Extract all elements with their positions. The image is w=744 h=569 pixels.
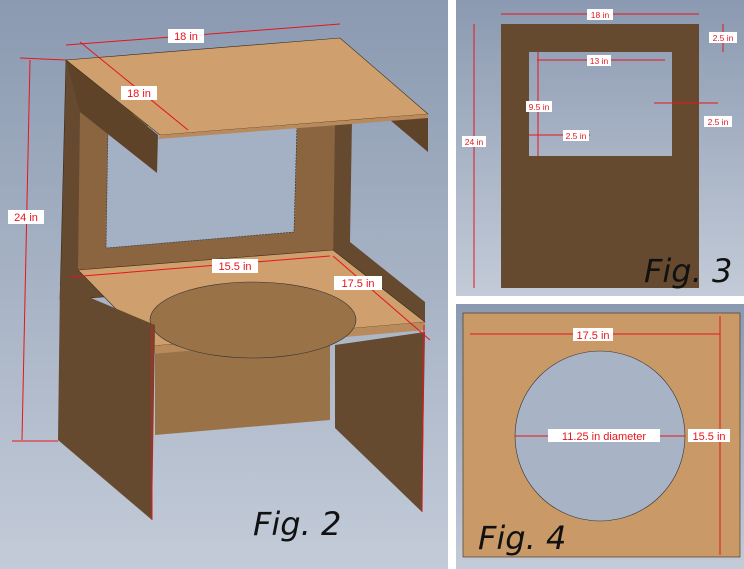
rear-lower-board [155,340,330,435]
dim-seat-depth: 17.5 in [341,278,374,290]
fig2-label: Fig. 2 [253,505,341,543]
dim-line-height [21,59,31,441]
dim-top-margin: 2.5 in [713,33,734,43]
dim-window-width: 13 in [590,56,609,66]
dim-hole-diameter: 11.25 in diameter [562,431,647,443]
front-panel [501,24,699,288]
right-front-panel [335,332,425,512]
seat-hole [149,281,357,359]
dim-width: 18 in [591,10,610,20]
dim-line-seat-width [69,255,331,278]
dim-top-width: 18 in [174,31,198,43]
dim-left-margin: 2.5 in [566,131,587,141]
left-side-panel [58,285,155,520]
roof-left-flap [66,60,158,173]
dim-height: 24 in [465,137,484,147]
roof-right-flap [390,114,428,152]
dim-top-depth: 18 in [127,88,151,100]
roof-front-edge [158,114,428,139]
dim-height: 15.5 in [692,431,725,443]
dim-width: 17.5 in [576,330,609,342]
figure-2: 18 in 18 in 24 in 15.5 in 17.5 in Fig. 2 [0,0,448,569]
figure-4: 17.5 in 15.5 in 11.25 in diameter Fig. 4 [456,304,744,569]
dim-height: 24 in [14,212,38,224]
dim-right-margin: 2.5 in [708,117,729,127]
fig3-label: Fig. 3 [644,252,732,290]
dim-window-height: 9.5 in [529,102,550,112]
dim-seat-width: 15.5 in [218,261,251,273]
dim-line-seat-depth [332,255,431,341]
fig4-label: Fig. 4 [478,519,566,557]
figure-3: 18 in 24 in 13 in 9.5 in 2.5 in 2.5 in 2… [456,0,744,296]
